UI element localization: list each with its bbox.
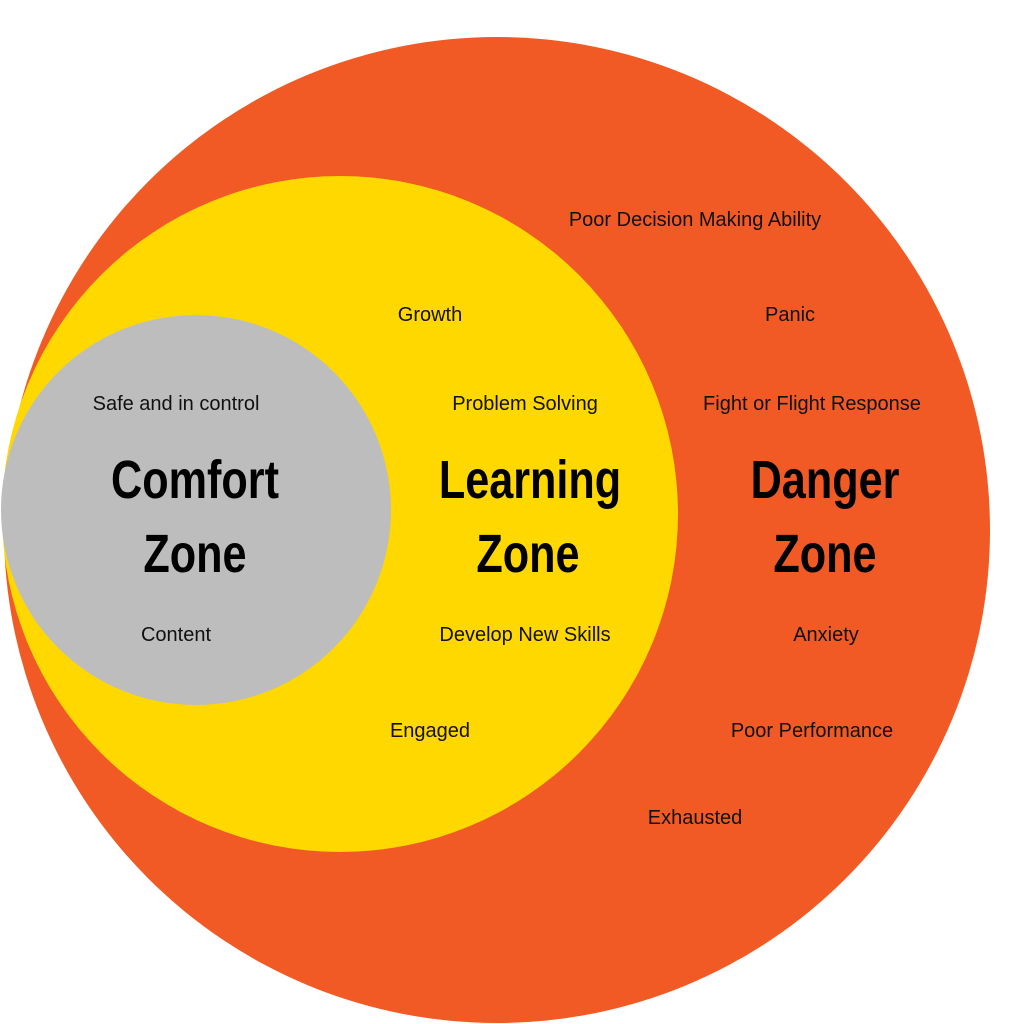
danger-zone-title-line1: Danger xyxy=(751,451,900,511)
comfort-zone-circle xyxy=(1,315,391,705)
danger-item: Poor Decision Making Ability xyxy=(569,209,821,231)
danger-item: Panic xyxy=(765,304,815,326)
comfort-zone-title-line2: Zone xyxy=(143,525,246,585)
learning-item: Growth xyxy=(398,304,462,326)
learning-item: Problem Solving xyxy=(452,393,598,415)
learning-item: Engaged xyxy=(390,720,470,742)
comfort-item: Safe and in control xyxy=(93,393,260,415)
comfort-item: Content xyxy=(141,624,211,646)
danger-item: Exhausted xyxy=(648,807,743,829)
learning-zone-title-line2: Zone xyxy=(476,525,579,585)
learning-item: Develop New Skills xyxy=(439,624,610,646)
danger-item: Fight or Flight Response xyxy=(703,393,921,415)
danger-zone-title-line2: Zone xyxy=(773,525,876,585)
comfort-zone-title-line1: Comfort xyxy=(111,451,279,511)
danger-item: Anxiety xyxy=(793,624,859,646)
learning-zone-title-line1: Learning xyxy=(439,451,621,511)
danger-item: Poor Performance xyxy=(731,720,893,742)
